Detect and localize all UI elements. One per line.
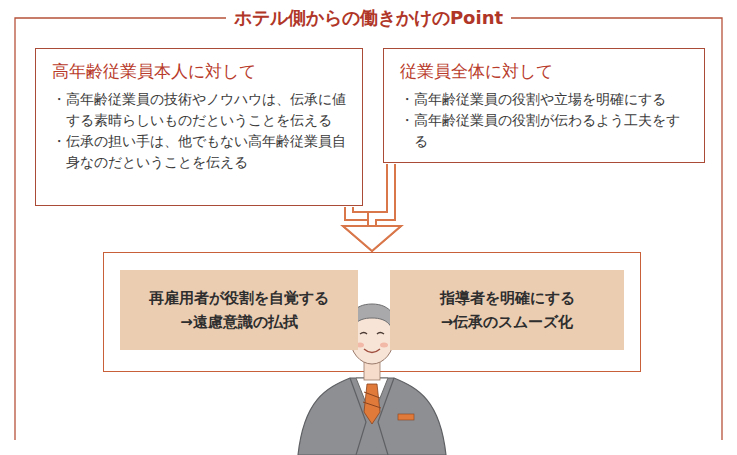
frame-line bbox=[15, 18, 722, 440]
box-text: 指導者を明確にする bbox=[440, 286, 575, 310]
box-text: →伝承のスムーズ化 bbox=[441, 310, 574, 334]
box-text: ・高年齢従業員の技術やノウハウは、伝承に値する素晴らしいものだということを伝える bbox=[52, 89, 348, 131]
box-text: →遠慮意識の払拭 bbox=[180, 310, 298, 334]
cheek bbox=[380, 343, 388, 348]
box-text: ・高年齢従業員の役割が伝わるよう工夫をする bbox=[400, 110, 690, 152]
arrow-shaft bbox=[349, 207, 372, 228]
target-box: 従業員全体に対して・高年齢従業員の役割や立場を明確にする・高年齢従業員の役割が伝… bbox=[383, 48, 705, 163]
lapel bbox=[350, 378, 394, 455]
box-text: ・伝承の担い手は、他でもない高年齢従業員自身なのだということを伝える bbox=[52, 131, 348, 173]
box-text: 再雇用者が役割を自覚する bbox=[149, 286, 329, 310]
result-box: 指導者を明確にする→伝承のスムーズ化 bbox=[390, 270, 624, 350]
merge-arrow bbox=[343, 207, 401, 251]
eyes bbox=[360, 333, 384, 335]
box-heading: 従業員全体に対して bbox=[400, 59, 690, 83]
tie-stripe bbox=[363, 392, 381, 408]
cheek bbox=[356, 343, 364, 348]
target-box: 高年齢従業員本人に対して・高年齢従業員の技術やノウハウは、伝承に値する素晴らしい… bbox=[35, 48, 363, 206]
arrow-shaft bbox=[372, 164, 391, 228]
box-text: ・高年齢従業員の役割や立場を明確にする bbox=[400, 89, 690, 110]
arrow-head bbox=[343, 226, 401, 251]
result-box: 再雇用者が役割を自覚する→遠慮意識の払拭 bbox=[120, 270, 358, 350]
suit bbox=[298, 378, 446, 455]
hair bbox=[348, 304, 397, 340]
diagram-title: ホテル側からの働きかけのPoint bbox=[226, 7, 511, 28]
arrow-head bbox=[343, 226, 401, 251]
title-wrap: ホテル側からの働きかけのPoint bbox=[0, 6, 737, 30]
arrow-shaft-inner bbox=[349, 207, 372, 228]
name-badge bbox=[398, 414, 414, 420]
tie bbox=[364, 384, 380, 424]
box-heading: 高年齢従業員本人に対して bbox=[52, 59, 348, 83]
smile bbox=[364, 349, 380, 353]
arrow-shaft-inner bbox=[372, 164, 391, 228]
